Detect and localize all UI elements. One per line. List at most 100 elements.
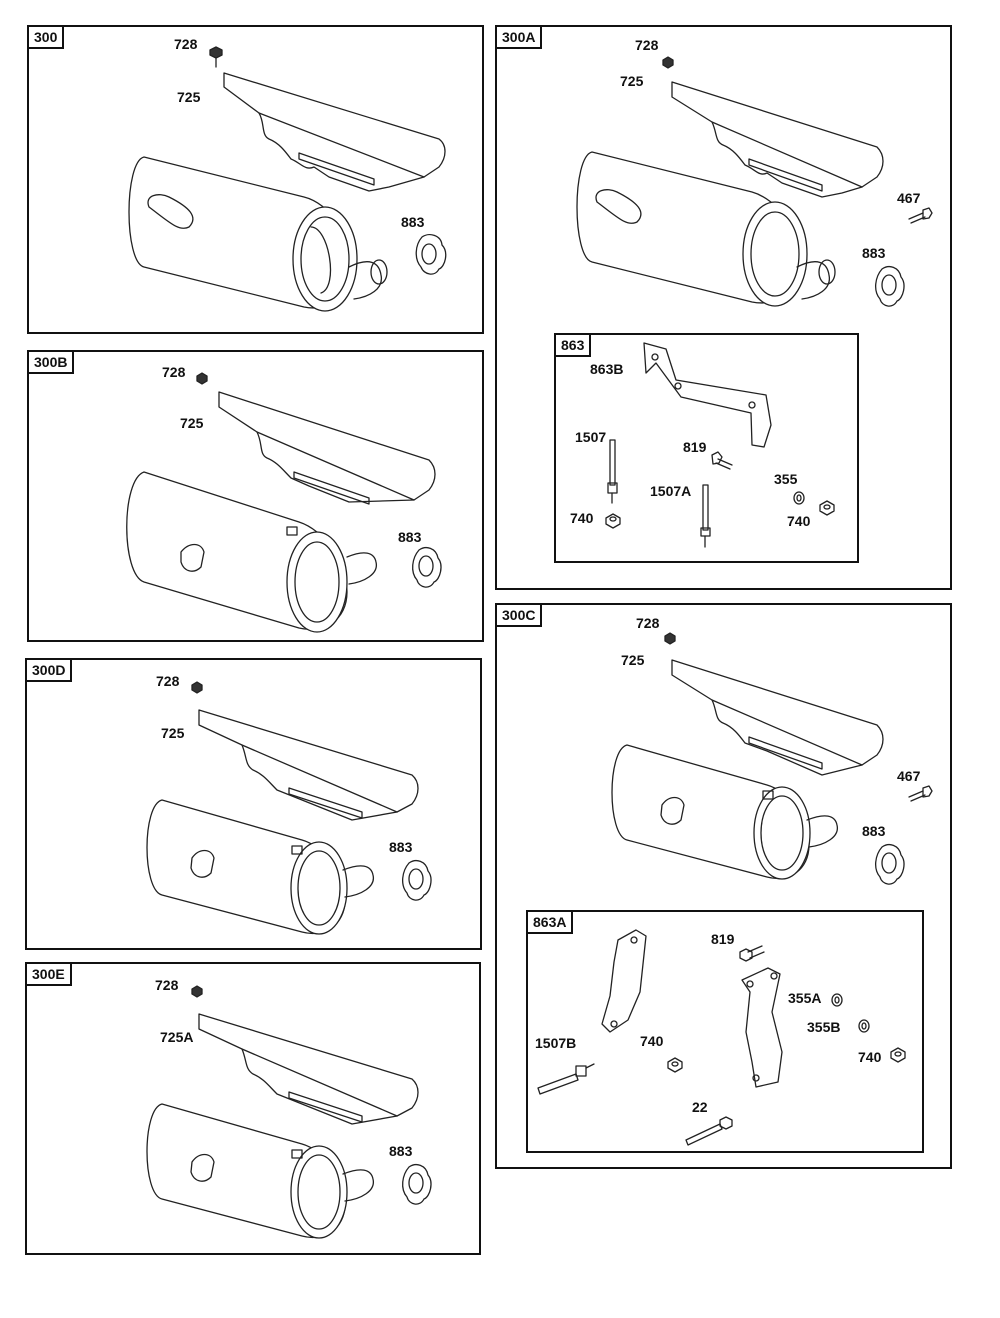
muffler-body-icon xyxy=(146,1103,374,1239)
panel-tag: 300B xyxy=(29,352,75,374)
subpanel-863a: 863A 819 355A 355B 1507B 740 740 22 xyxy=(526,910,924,1153)
label-screw: 728 xyxy=(156,673,180,689)
heat-shield-icon xyxy=(198,709,419,821)
muffler-body-icon xyxy=(611,744,838,880)
label-gasket: 883 xyxy=(401,214,425,230)
label-bolt-22: 22 xyxy=(692,1099,708,1115)
label-gasket: 883 xyxy=(862,245,886,261)
label-nut-right: 740 xyxy=(787,513,811,529)
label-washer-a: 355A xyxy=(788,990,822,1006)
muffler-assembly-drawing xyxy=(146,681,432,935)
label-nut-right: 740 xyxy=(858,1049,882,1065)
panel-300c: 300C 728 725 467 883 863A 819 355A 355B … xyxy=(495,603,952,1169)
screw-icon xyxy=(196,372,208,385)
label-shield: 725 xyxy=(180,415,204,431)
label-gasket: 883 xyxy=(862,823,886,839)
bracket-863b-icon xyxy=(643,342,772,448)
panel-300: 300 728 725 883 xyxy=(27,25,484,334)
screw-icon xyxy=(662,56,674,69)
label-bolt: 467 xyxy=(897,768,921,784)
screw-icon xyxy=(664,632,676,645)
panel-tag: 300 xyxy=(29,27,65,49)
nut-740-right-icon xyxy=(890,1047,906,1063)
label-stud2: 1507A xyxy=(650,483,692,499)
bracket-right-icon xyxy=(741,967,783,1088)
panel-tag: 300E xyxy=(27,964,72,986)
bolt-467-icon xyxy=(908,785,933,802)
washer-355-icon xyxy=(793,491,805,505)
label-screw: 728 xyxy=(155,977,179,993)
label-screw: 728 xyxy=(174,36,198,52)
gasket-icon xyxy=(412,547,442,588)
label-bolt: 467 xyxy=(897,190,921,206)
panel-300a: 300A 728 725 467 883 863 863B 1507 819 1… xyxy=(495,25,952,590)
screw-icon xyxy=(209,46,223,68)
label-shield: 725 xyxy=(621,652,645,668)
muffler-assembly-drawing xyxy=(126,372,442,633)
screw-icon xyxy=(191,985,203,998)
heat-shield-icon xyxy=(218,391,436,505)
muffler-assembly-drawing xyxy=(611,632,933,885)
stud-1507a-icon xyxy=(700,484,711,548)
nut-740-right-icon xyxy=(819,500,835,516)
nut-740-left-icon xyxy=(605,513,621,529)
label-washer-b: 355B xyxy=(807,1019,841,1035)
label-washer: 355 xyxy=(774,471,798,487)
subpanel-tag: 863A xyxy=(528,912,574,934)
muffler-assembly-drawing xyxy=(146,985,432,1239)
bolt-22-icon xyxy=(685,1116,733,1146)
nut-740-mid-icon xyxy=(667,1057,683,1073)
label-stud: 1507B xyxy=(535,1035,577,1051)
label-shield: 725 xyxy=(161,725,185,741)
stud-1507b-icon xyxy=(537,1063,595,1095)
label-shield: 725 xyxy=(177,89,201,105)
heat-shield-icon xyxy=(223,72,446,192)
panel-tag: 300A xyxy=(497,27,543,49)
muffler-assembly-drawing xyxy=(128,46,447,312)
label-shield: 725A xyxy=(160,1029,194,1045)
panel-300e: 300E 728 725A 883 xyxy=(25,962,481,1255)
bolt-467-icon xyxy=(908,207,933,224)
label-screw: 728 xyxy=(636,615,660,631)
gasket-icon xyxy=(875,266,905,307)
gasket-icon xyxy=(415,234,447,275)
muffler-body-icon xyxy=(146,799,374,935)
washer-355b-icon xyxy=(858,1019,870,1033)
label-screw: 728 xyxy=(162,364,186,380)
muffler-body-icon xyxy=(128,156,388,312)
heat-shield-icon xyxy=(671,659,884,776)
screw-icon xyxy=(191,681,203,694)
bolt-819-icon xyxy=(711,451,733,470)
bracket-left-icon xyxy=(601,929,647,1033)
label-gasket: 883 xyxy=(389,1143,413,1159)
gasket-icon xyxy=(875,844,905,885)
label-shield: 725 xyxy=(620,73,644,89)
muffler-body-icon xyxy=(126,471,377,633)
washer-355a-icon xyxy=(831,993,843,1007)
label-gasket: 883 xyxy=(398,529,422,545)
bracket-kit-drawing xyxy=(605,342,835,548)
muffler-assembly-drawing xyxy=(576,56,933,307)
panel-tag: 300C xyxy=(497,605,543,627)
label-gasket: 883 xyxy=(389,839,413,855)
heat-shield-icon xyxy=(198,1013,419,1125)
label-nut-left: 740 xyxy=(570,510,594,526)
label-stud: 1507 xyxy=(575,429,607,445)
heat-shield-icon xyxy=(671,81,884,198)
label-screw: 728 xyxy=(635,37,659,53)
label-bracket: 863B xyxy=(590,361,624,377)
muffler-body-icon xyxy=(576,151,836,307)
bolt-819-icon xyxy=(739,945,765,962)
label-nut-mid: 740 xyxy=(640,1033,664,1049)
panel-tag: 300D xyxy=(27,660,73,682)
gasket-icon xyxy=(402,1164,432,1205)
label-bolt: 819 xyxy=(711,931,735,947)
gasket-icon xyxy=(402,860,432,901)
subpanel-863: 863 863B 1507 819 1507A 355 740 740 xyxy=(554,333,859,563)
panel-300d: 300D 728 725 883 xyxy=(25,658,482,950)
stud-1507-icon xyxy=(607,439,618,504)
subpanel-tag: 863 xyxy=(556,335,592,357)
panel-300b: 300B 728 725 883 xyxy=(27,350,484,642)
label-bolt: 819 xyxy=(683,439,707,455)
bracket-kit-drawing xyxy=(537,929,906,1146)
